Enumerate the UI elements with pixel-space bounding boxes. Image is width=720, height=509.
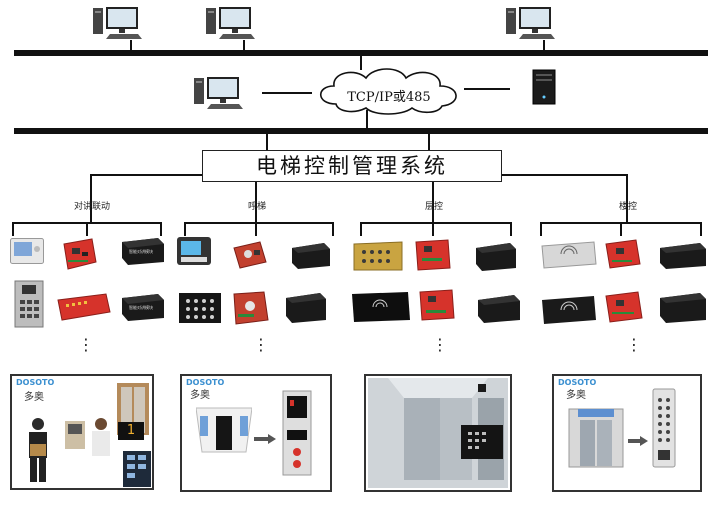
device-drop — [332, 222, 334, 236]
cloud-server-link — [464, 88, 510, 90]
network-protocol-label: TCP/IP或485 — [347, 90, 431, 105]
elevator-doors-image — [568, 408, 624, 468]
call-panel-device-image — [282, 390, 312, 476]
device-drop — [432, 222, 434, 236]
branch-label-call: 呼梯 — [247, 202, 266, 212]
controller-board-icon — [419, 289, 455, 321]
device-drop — [12, 222, 14, 236]
device-drop — [255, 222, 257, 236]
branch-drop — [90, 174, 92, 222]
application-panel-call: DOSOTO 多奥 — [180, 374, 332, 492]
resident-image — [92, 418, 110, 456]
module-box-icon — [122, 238, 164, 265]
floor-number: 1 — [126, 423, 136, 438]
branch-label-building: 楼控 — [618, 202, 637, 212]
workstation-computer-icon — [93, 7, 142, 39]
top-network-bus — [14, 50, 708, 56]
delivery-person-image — [29, 418, 47, 482]
application-panel-floor — [364, 374, 512, 492]
controller-board-icon — [233, 291, 269, 325]
workstation-link — [243, 40, 245, 50]
keypad-device-image — [652, 388, 676, 468]
intercom-monitor-icon — [10, 238, 44, 264]
intercom-module-box: 智能对讲模块 — [118, 236, 166, 266]
floor-indicator: 1 — [118, 422, 144, 440]
brand-logo: DOSOTO — [558, 378, 597, 387]
keypad-panel-icon — [179, 293, 221, 323]
brand-name: 多奥 — [24, 392, 44, 403]
bus-to-system-link — [266, 134, 268, 150]
device-drop — [160, 222, 162, 236]
brand-name: 多奥 — [190, 390, 210, 401]
branch-drop — [626, 174, 628, 222]
rfid-reader-icon — [352, 292, 410, 322]
branch-drop — [255, 182, 257, 222]
device-drop — [700, 222, 702, 236]
module-box-icon — [122, 294, 164, 321]
cloud-lower-link — [366, 110, 368, 128]
workstation-computer-icon — [206, 7, 255, 39]
more-devices-ellipsis: ⋮ — [432, 335, 448, 354]
controller-board-icon — [233, 241, 267, 269]
management-computer-icon — [194, 77, 243, 109]
server-tower-icon — [532, 69, 556, 105]
branch-trunk — [90, 174, 202, 176]
workstation-link — [130, 40, 132, 50]
network-cloud-icon — [319, 68, 457, 115]
controller-board-icon — [605, 291, 643, 323]
arrow-right-icon — [254, 434, 276, 444]
door-station-icon — [14, 280, 44, 328]
system-title: 电梯控制管理系统 — [202, 150, 502, 182]
rfid-reader-icon — [542, 296, 596, 324]
bus-to-system-link — [428, 134, 430, 150]
application-panel-building: DOSOTO 多奥 — [552, 374, 702, 492]
module-box-icon — [478, 295, 520, 323]
module-box-icon — [660, 243, 706, 269]
module-box-icon — [476, 243, 516, 271]
module-box-icon — [292, 243, 330, 269]
device-drop — [86, 222, 88, 236]
floor-button-panel-icon — [353, 241, 403, 271]
intercom-screen-image — [65, 421, 85, 449]
controller-board-icon — [415, 239, 451, 271]
device-drop — [540, 222, 542, 236]
application-panel-intercom: DOSOTO 多奥 1 — [10, 374, 154, 490]
workstation-computer-icon — [506, 7, 555, 39]
arrow-right-icon — [628, 436, 648, 446]
branch-label-intercom: 对讲联动 — [73, 202, 110, 212]
device-drop — [360, 222, 362, 236]
brand-logo: DOSOTO — [16, 378, 55, 387]
cloud-upper-link — [360, 56, 362, 70]
branch-trunk — [502, 174, 626, 176]
more-devices-ellipsis: ⋮ — [626, 335, 642, 354]
device-bar — [360, 222, 512, 224]
device-drop — [510, 222, 512, 236]
device-drop — [184, 222, 186, 236]
device-bar — [184, 222, 334, 224]
module-label: 智能对讲模块 — [129, 305, 153, 310]
main-network-bus — [14, 128, 708, 134]
brand-name: 多奥 — [566, 390, 586, 401]
intercom-module-box: 智能对讲模块 — [118, 292, 166, 322]
more-devices-ellipsis: ⋮ — [253, 335, 269, 354]
module-label: 智能对讲模块 — [129, 249, 153, 254]
controller-board-icon — [57, 293, 111, 321]
module-box-icon — [286, 293, 326, 323]
branch-drop — [432, 182, 434, 222]
workstation-link — [543, 40, 545, 50]
card-reader-icon — [541, 241, 597, 269]
elevator-lobby-image — [196, 407, 252, 453]
device-drop — [620, 222, 622, 236]
brand-logo: DOSOTO — [186, 378, 225, 387]
module-box-icon — [660, 293, 706, 323]
keypad-card-reader-image — [461, 425, 503, 459]
more-devices-ellipsis: ⋮ — [78, 335, 94, 354]
elevator-button-panel-image — [123, 451, 151, 487]
branch-label-floor: 层控 — [424, 202, 443, 212]
pc-cloud-link — [262, 92, 312, 94]
controller-board-icon — [605, 239, 641, 269]
controller-board-icon — [63, 238, 97, 270]
call-panel-screen-icon — [177, 237, 211, 265]
